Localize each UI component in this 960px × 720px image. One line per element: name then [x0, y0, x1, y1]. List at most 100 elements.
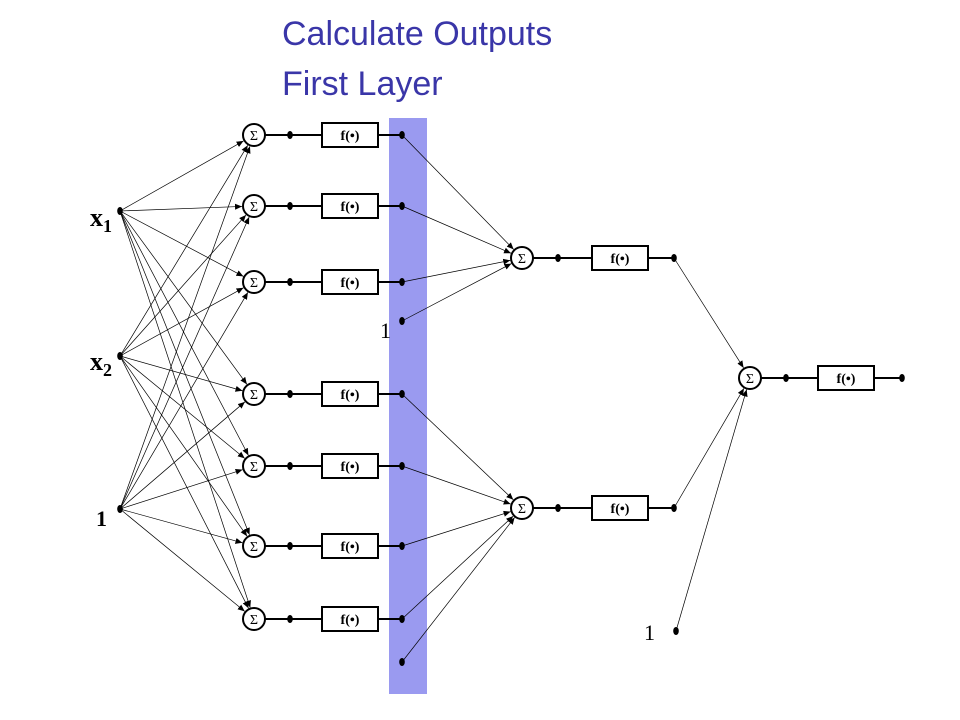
layer1-sum-symbol-2: Σ [250, 276, 258, 291]
layer1-activation-box-5 [321, 533, 379, 559]
edge-l1-h2b-4 [401, 517, 515, 663]
edge-in0-h1-2 [119, 210, 244, 277]
edge-in1-h1-3 [119, 355, 243, 392]
edge-l1-h2a-2 [401, 258, 511, 283]
layer1-output-dot-0 [399, 131, 405, 139]
layer1-sum-dot-1 [287, 202, 293, 210]
layer1-sum-symbol-4: Σ [250, 460, 258, 475]
output-sum-dot-0 [783, 374, 789, 382]
edge-in1-h1-5 [119, 355, 248, 537]
input-x2-sub: 2 [103, 360, 112, 380]
layer1-activation-label-5: f(•) [341, 540, 360, 555]
output-sum-symbol-0: Σ [746, 372, 754, 387]
layer1-output-dot-3 [399, 390, 405, 398]
edge-l1-h2b-3 [401, 515, 514, 620]
layer2-activation-label-0: f(•) [611, 252, 630, 267]
layer1-activation-box-1 [321, 193, 379, 219]
layer2-sum-symbol-1: Σ [518, 502, 526, 517]
edge-in0-h1-4 [119, 210, 249, 456]
edge-in2-h1-4 [119, 468, 243, 510]
input-dot-2 [117, 505, 123, 513]
edge-in0-h1-6 [119, 210, 251, 608]
layer1-sum-dot-0 [287, 131, 293, 139]
hidden-bias-label: 1 [380, 318, 391, 343]
edge-l1-h2b-2 [401, 510, 511, 547]
layer1-sum-symbol-0: Σ [250, 129, 258, 144]
edge-in2-h1-3 [119, 401, 246, 510]
connections [119, 134, 748, 663]
layer1-sum-dot-4 [287, 462, 293, 470]
slide-title-line-1: Calculate Outputs [282, 15, 553, 53]
input-x2-var: x [90, 347, 103, 376]
layer1-sum-dot-2 [287, 278, 293, 286]
slide-title-line-2: First Layer [282, 65, 443, 103]
layer2-activation-box-0 [591, 245, 649, 271]
layer2-output-dot-1 [671, 504, 677, 512]
input-bias-label: 1 [96, 506, 107, 531]
layer1-bias-dot-lower [399, 658, 405, 666]
layer1-sum-dot-3 [287, 390, 293, 398]
edge-in1-h1-2 [119, 287, 244, 357]
edge-l1-h2b-0 [401, 393, 514, 500]
layer1-sum-dot-5 [287, 542, 293, 550]
output-activation-box-0 [817, 365, 875, 391]
input-x1-sub: 1 [103, 216, 112, 236]
layer2-sum-dot-0 [555, 254, 561, 262]
input-dot-0 [117, 207, 123, 215]
output-bias-label: 1 [644, 620, 655, 645]
edge-in0-h1-0 [119, 140, 244, 212]
input-x1-var: x [90, 203, 103, 232]
layer2-output-dot-0 [671, 254, 677, 262]
layer1-output-dot-6 [399, 615, 405, 623]
edge-l1-h2a-1 [401, 205, 512, 254]
edge-in0-h1-3 [119, 210, 248, 385]
layer1-activation-label-1: f(•) [341, 200, 360, 215]
input-x1-label: x1 [90, 203, 112, 236]
layer1-activation-label-2: f(•) [341, 276, 360, 291]
layer2-sum-symbol-0: Σ [518, 252, 526, 267]
edge-in2-h1-1 [119, 216, 250, 510]
layer2-sum-dot-1 [555, 504, 561, 512]
edge-l1-h2b-1 [401, 465, 511, 505]
layer1-activation-box-0 [321, 122, 379, 148]
edge-in0-h1-5 [119, 210, 250, 535]
edge-in1-h1-1 [119, 214, 247, 357]
edge-l2-out-2 [675, 389, 748, 632]
output-activation-label-0: f(•) [837, 372, 856, 387]
edge-in2-h1-2 [119, 292, 249, 510]
edge-in1-h1-4 [119, 355, 245, 459]
layer1-output-highlight [389, 118, 427, 694]
layer1-sum-symbol-6: Σ [250, 613, 258, 628]
edge-in1-h1-0 [119, 145, 249, 357]
edge-l2-out-0 [673, 257, 744, 369]
layer1-activation-label-0: f(•) [341, 129, 360, 144]
edge-in0-h1-1 [119, 203, 243, 212]
layer1-activation-box-2 [321, 269, 379, 295]
layer2-activation-label-1: f(•) [611, 502, 630, 517]
layer1-output-dot-1 [399, 202, 405, 210]
edge-l1-h2a-0 [401, 134, 514, 250]
input-x2-label: x2 [90, 347, 112, 380]
edge-in2-h1-0 [119, 146, 251, 510]
output-output-dot-0 [899, 374, 905, 382]
layer1-activation-label-6: f(•) [341, 613, 360, 628]
input-dot-1 [117, 352, 123, 360]
output-bias-dot [673, 627, 679, 635]
layer1-sum-symbol-3: Σ [250, 388, 258, 403]
edge-in2-h1-6 [119, 508, 245, 612]
layer1-bias-dot [399, 317, 405, 325]
edge-in1-h1-6 [119, 355, 249, 609]
edge-l2-out-1 [673, 388, 745, 509]
layer1-sum-symbol-1: Σ [250, 200, 258, 215]
edge-l1-h2a-3 [401, 263, 512, 322]
layer1-sum-dot-6 [287, 615, 293, 623]
layer1-output-dot-5 [399, 542, 405, 550]
layer1-activation-label-4: f(•) [341, 460, 360, 475]
layer1-output-dot-2 [399, 278, 405, 286]
layer1-output-dot-4 [399, 462, 405, 470]
edge-in2-h1-5 [119, 508, 243, 544]
layer1-sum-symbol-5: Σ [250, 540, 258, 555]
